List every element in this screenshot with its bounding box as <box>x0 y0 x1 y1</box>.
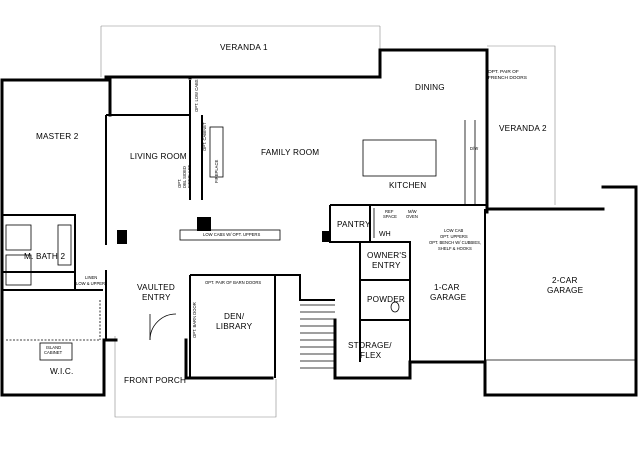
note-low-cab-line4: SHELF & HOOKS <box>438 246 472 251</box>
room-den-line2: LIBRARY <box>216 322 253 331</box>
note-ref-line2: SPACE <box>383 214 397 219</box>
columns <box>117 217 330 244</box>
note-mw-line2: OVEN <box>406 214 418 219</box>
note-low-cabs: OPT. LOW CABS <box>194 79 199 112</box>
room-powder: POWDER <box>367 295 406 304</box>
note-low-cabs-uppers: LOW CABS W/ OPT. UPPERS <box>203 232 261 237</box>
note-opt-cabinet: OPT. CABINET <box>202 122 207 151</box>
room-vaulted-entry-line2: ENTRY <box>142 293 171 302</box>
room-m-bath-2: M. BATH 2 <box>24 252 66 261</box>
room-family: FAMILY ROOM <box>261 148 320 157</box>
note-fireplace: FIREPLACE <box>214 159 219 183</box>
veranda-outlines <box>100 25 556 418</box>
note-dishwasher: D/W <box>470 146 479 151</box>
room-veranda-1: VERANDA 1 <box>220 43 268 52</box>
interior-walls <box>1 80 487 395</box>
room-living: LIVING ROOM <box>130 152 187 161</box>
exterior-walls <box>0 48 638 397</box>
note-island-cabinet-line1: ISLAND <box>46 345 62 350</box>
note-low-cab-line3: OPT. BENCH W/ CUBBIES, <box>429 240 482 245</box>
room-owners-entry-line2: ENTRY <box>372 261 401 270</box>
note-mw-line1: M/W <box>408 209 417 214</box>
note-linen-line2: LOW & UPPER <box>76 281 106 286</box>
note-dbl-sided-line3: FIREPLACE <box>187 164 192 188</box>
note-french-doors-line2: FRENCH DOORS <box>488 76 527 81</box>
note-ref-line1: REF <box>385 209 394 214</box>
room-water-heater: WH <box>379 231 391 238</box>
room-2-car-garage-line1: 2-CAR <box>552 276 578 285</box>
room-1-car-garage-line2: GARAGE <box>430 293 467 302</box>
room-2-car-garage-line2: GARAGE <box>547 286 584 295</box>
fixtures <box>5 120 636 369</box>
note-linen-line1: LINEN <box>85 275 98 280</box>
room-vaulted-entry-line1: VAULTED <box>137 283 175 292</box>
room-master-2: MASTER 2 <box>36 132 79 141</box>
note-french-doors-line1: OPT. PAIR OF <box>488 70 519 75</box>
room-front-porch: FRONT PORCH <box>124 376 187 385</box>
note-low-cab-line1: LOW CAB <box>444 228 464 233</box>
room-kitchen: KITCHEN <box>389 181 427 190</box>
room-storage-line1: STORAGE/ <box>348 341 392 350</box>
note-barn-door: OPT. BARN DOOR <box>192 302 197 338</box>
room-storage-line2: FLEX <box>360 351 382 360</box>
note-island-cabinet-line2: CABINET <box>44 350 63 355</box>
room-dining: DINING <box>415 83 445 92</box>
room-wic: W.I.C. <box>50 367 74 376</box>
room-den-line1: DEN/ <box>224 312 245 321</box>
room-pantry: PANTRY <box>337 220 371 229</box>
room-veranda-2: VERANDA 2 <box>499 124 547 133</box>
note-low-cab-line2: OPT. UPPERS <box>440 234 468 239</box>
room-1-car-garage-line1: 1-CAR <box>434 283 460 292</box>
room-owners-entry-line1: OWNER'S <box>367 251 407 260</box>
note-barn-doors: OPT. PAIR OF BARN DOORS <box>205 280 262 285</box>
